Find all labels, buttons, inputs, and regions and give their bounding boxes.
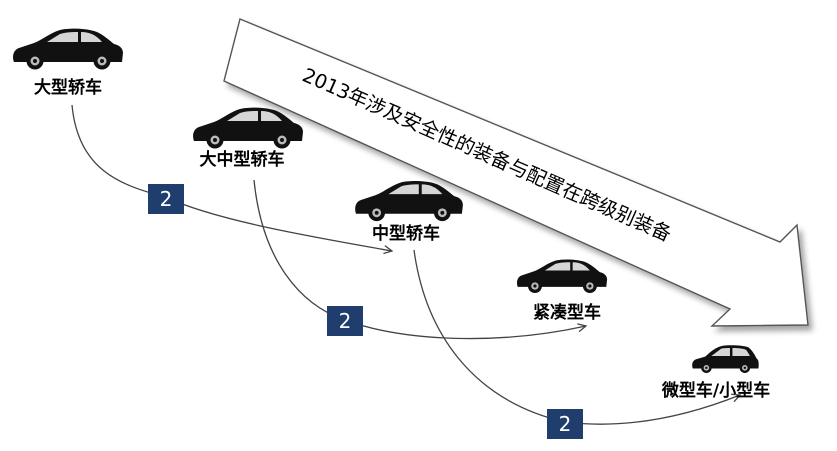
segment-large: 大型轿车 <box>13 28 123 98</box>
step-badge-box <box>148 184 184 214</box>
segment-compact: 紧凑型车 <box>516 259 608 323</box>
step-badge-number: 2 <box>559 412 572 436</box>
segment-upper-mid: 大中型轿车 <box>193 107 303 170</box>
segment-label-compact: 紧凑型车 <box>533 302 601 323</box>
hatchback-car-icon <box>692 345 759 374</box>
sedan-car-icon <box>193 107 303 149</box>
badge-layer: 2 2 2 <box>148 184 583 439</box>
segment-label-large: 大型轿车 <box>34 77 102 98</box>
segment-mid: 中型轿车 <box>355 181 463 244</box>
step-badge-box <box>547 409 583 439</box>
segment-label-upper-mid: 大中型轿车 <box>200 149 285 170</box>
banner-text: 2013年涉及安全性的装备与配置在跨级别装备 <box>299 64 675 247</box>
segment-label-mini: 微型车/小型车 <box>661 380 770 401</box>
sedan-car-icon <box>355 181 463 222</box>
banner-arrow: 2013年涉及安全性的装备与配置在跨级别装备 <box>223 18 809 327</box>
segment-mini: 微型车/小型车 <box>661 345 770 401</box>
step-badge-large-to-mid: 2 <box>148 184 184 214</box>
step-badge-number: 2 <box>160 187 173 211</box>
segment-label-mid: 中型轿车 <box>372 223 440 244</box>
step-badge-box <box>327 306 363 336</box>
step-badge-mid-to-mini: 2 <box>547 409 583 439</box>
sedan-car-icon <box>516 259 608 293</box>
step-badge-number: 2 <box>339 309 352 333</box>
sedan-car-icon <box>13 28 123 70</box>
step-badge-upper-mid-to-compact: 2 <box>327 306 363 336</box>
